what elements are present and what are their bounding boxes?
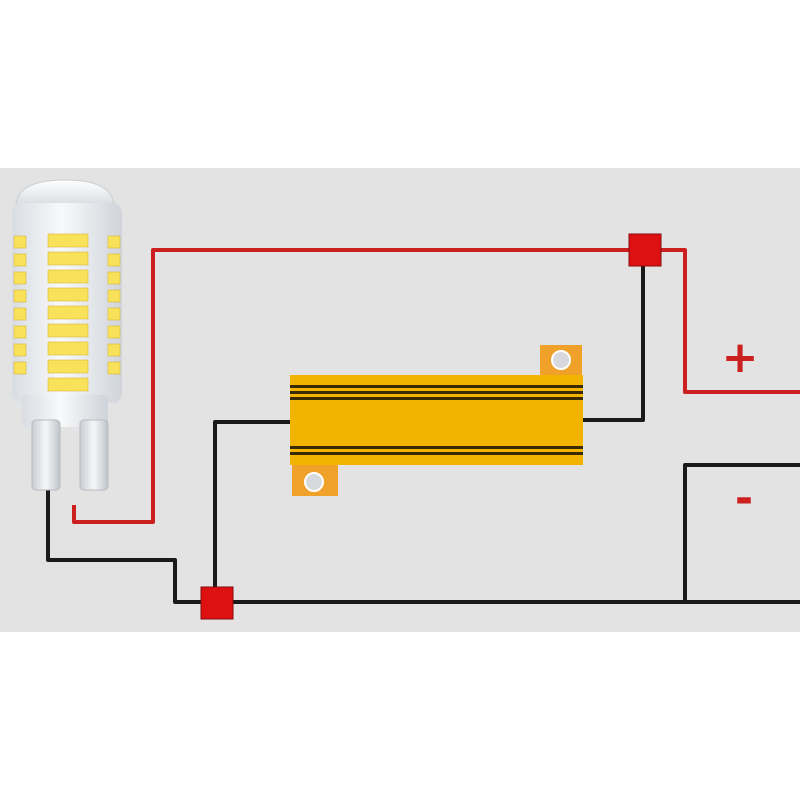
led-chip	[47, 305, 89, 320]
led-chip	[47, 251, 89, 266]
led-chip	[47, 233, 89, 248]
led-chip	[47, 323, 89, 338]
bulb-pin-right	[79, 419, 109, 491]
positive-wire	[72, 248, 800, 524]
led-chip	[47, 359, 89, 374]
led-chip	[13, 343, 27, 357]
led-chip	[47, 377, 89, 392]
led-chip	[13, 271, 27, 285]
resistor-fin	[290, 385, 583, 388]
led-chip	[47, 341, 89, 356]
led-chip	[107, 307, 121, 321]
resistor-fin	[290, 446, 583, 449]
bulb-dome	[15, 179, 115, 206]
led-chip	[107, 289, 121, 303]
resistor-fin	[290, 452, 583, 455]
led-bulb	[12, 179, 122, 491]
led-chip	[107, 325, 121, 339]
resistor-screw-bottom	[304, 472, 324, 492]
bulb-pin-left	[31, 419, 61, 491]
led-chip-array	[13, 233, 121, 392]
led-chip	[13, 361, 27, 375]
led-chip	[107, 253, 121, 267]
load-resistor	[290, 345, 583, 496]
led-chip	[107, 271, 121, 285]
bulb-body	[12, 203, 122, 403]
connector-bottom	[200, 586, 234, 620]
resistor-fin	[290, 391, 583, 394]
led-chip	[107, 235, 121, 249]
positive-terminal-label: +	[722, 332, 759, 383]
negative-terminal-label: -	[735, 473, 753, 524]
led-chip	[13, 307, 27, 321]
led-chip	[13, 289, 27, 303]
resistor-fins	[290, 385, 583, 455]
resistor-lead-left	[213, 420, 292, 602]
resistor-body	[290, 375, 583, 465]
negative-wire-return	[683, 463, 800, 602]
led-chip	[13, 325, 27, 339]
resistor-screw-top	[551, 350, 571, 370]
negative-wire-bulb	[46, 488, 800, 604]
connector-top-right	[628, 233, 662, 267]
led-chip	[47, 269, 89, 284]
led-chip	[47, 287, 89, 302]
led-chip	[13, 235, 27, 249]
bulb-base	[22, 395, 108, 427]
led-chip	[107, 343, 121, 357]
resistor-lead-right	[583, 256, 645, 422]
led-chip	[107, 361, 121, 375]
resistor-fin	[290, 397, 583, 400]
led-chip	[13, 253, 27, 267]
